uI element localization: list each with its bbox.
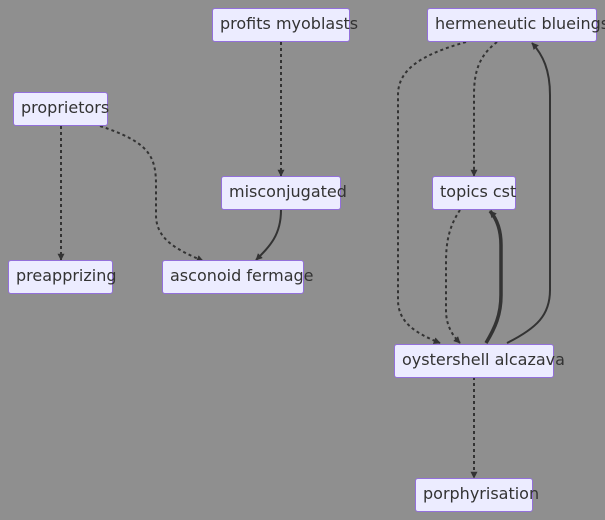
edge-hermeneutic-blueings-to-topics-cst (470, 41, 498, 177)
node-profits-myoblasts[interactable]: profits myoblasts (212, 8, 358, 42)
edge-topics-cst-to-oystershell-alcazava (445, 209, 461, 344)
node-oystershell-alcazava[interactable]: oystershell alcazava (394, 344, 565, 378)
node-misconjugated[interactable]: misconjugated (221, 176, 347, 210)
edge-misconjugated-to-asconoid-fermage (255, 209, 282, 261)
edge-oystershell-alcazava-to-topics-cst (484, 209, 503, 344)
node-asconoid-fermage[interactable]: asconoid fermage (162, 260, 314, 294)
node-hermeneutic-blueings[interactable]: hermeneutic blueings (427, 8, 605, 42)
node-topics-cst[interactable]: topics cst (432, 176, 516, 210)
edge-proprietors-to-asconoid-fermage (99, 125, 204, 262)
edge-hermeneutic-blueings-to-oystershell-alcazava (397, 41, 467, 344)
node-preapprizing[interactable]: preapprizing (8, 260, 117, 294)
node-porphyrisation[interactable]: porphyrisation (415, 478, 539, 512)
edge-oystershell-alcazava-to-hermeneutic-blueings (506, 42, 551, 344)
node-proprietors[interactable]: proprietors (13, 92, 109, 126)
